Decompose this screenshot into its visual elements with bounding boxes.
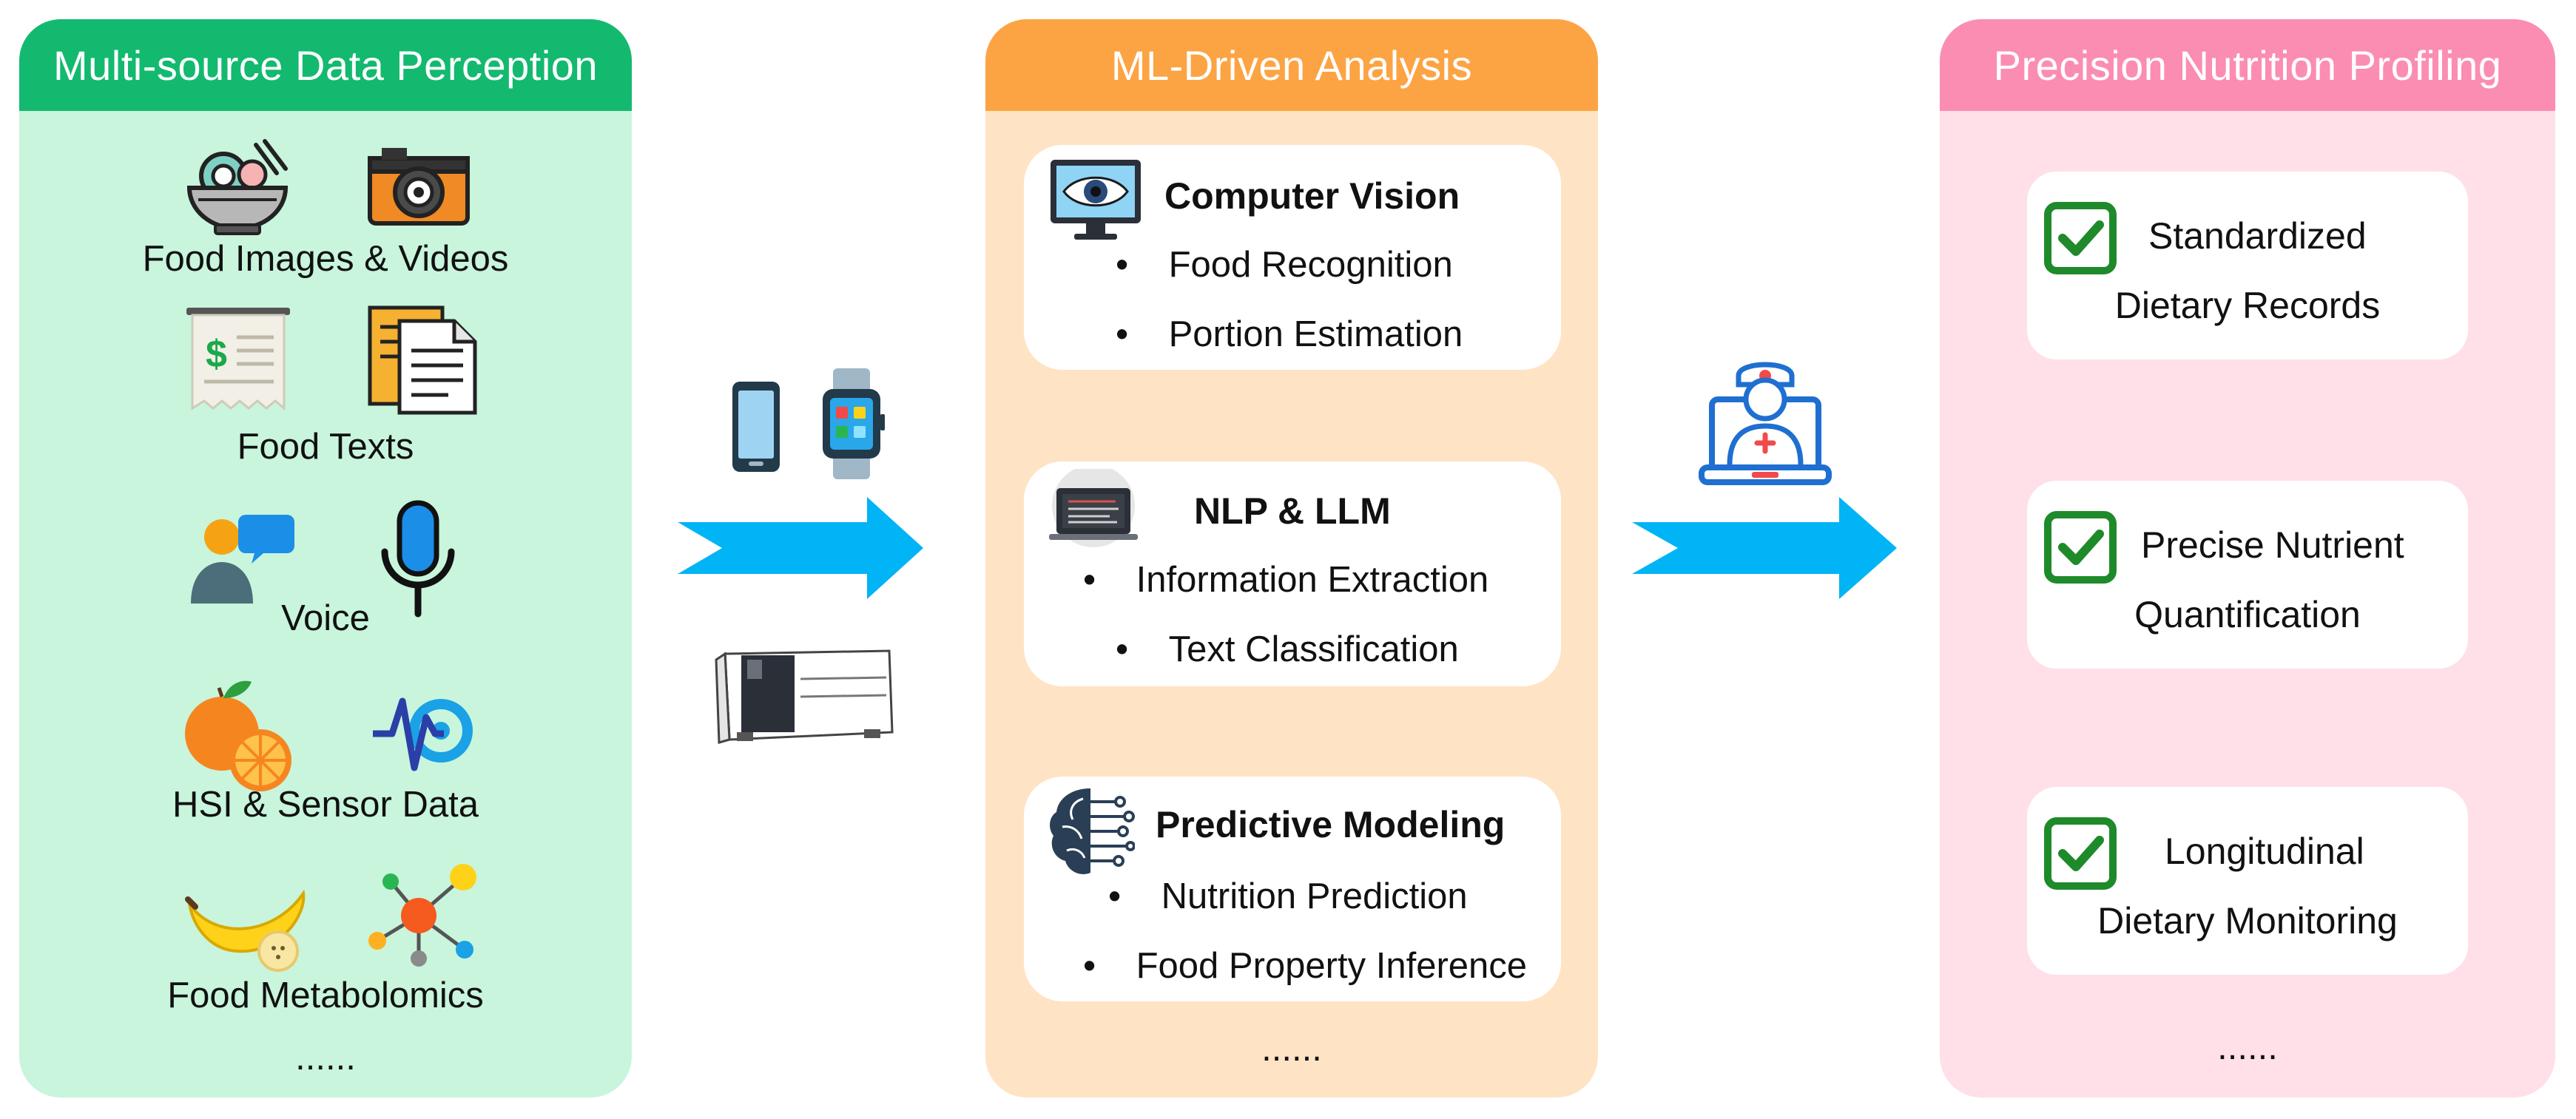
source-label-metabolomics: Food Metabolomics — [167, 976, 484, 1015]
bullet-information-extraction: • Information Extraction — [1083, 560, 1489, 600]
bullet-nutrition-prediction: • Nutrition Prediction — [1108, 876, 1468, 916]
result-line2-quantification: Quantification — [2134, 594, 2361, 635]
food-bowl-icon — [186, 139, 289, 235]
brain-circuit-icon — [1050, 788, 1135, 875]
bullet-food-recognition: • Food Recognition — [1116, 245, 1453, 285]
doctor-laptop-icon — [1699, 362, 1832, 485]
document-icon — [368, 305, 477, 415]
card-nlp-llm: NLP & LLM • Information Extraction • Tex… — [1024, 462, 1561, 686]
checkmark-icon — [2044, 202, 2117, 274]
result-nutrient-quantification: Precise Nutrient Quantification — [2027, 481, 2468, 669]
receipt-icon: $ — [186, 308, 290, 411]
speaking-person-icon — [191, 515, 294, 604]
panel-title-perception: Multi-source Data Perception — [19, 19, 632, 111]
card-title-nlp-llm: NLP & LLM — [1194, 490, 1391, 532]
microphone-icon — [381, 500, 455, 618]
bullet-food-property-inference: • Food Property Inference — [1083, 946, 1528, 986]
source-label-texts: Food Texts — [237, 427, 414, 467]
result-line1-standardized: Standardized — [2148, 215, 2367, 257]
smartphone-icon — [732, 382, 780, 472]
bullet-text-classification: • Text Classification — [1116, 629, 1459, 669]
sensor-signal-icon — [373, 697, 473, 771]
source-label-hsi: HSI & Sensor Data — [172, 785, 479, 825]
result-line2-dietary-records: Dietary Records — [2114, 285, 2381, 326]
result-longitudinal-monitoring: Longitudinal Dietary Monitoring — [2027, 787, 2468, 975]
checkmark-icon — [2044, 817, 2117, 890]
checkmark-icon — [2044, 511, 2117, 584]
svg-text:$: $ — [206, 333, 227, 376]
panel-ml-analysis: ML-Driven Analysis Computer Vision • Foo… — [985, 19, 1598, 1098]
card-title-computer-vision: Computer Vision — [1164, 175, 1460, 217]
result-line1-longitudinal: Longitudinal — [2165, 831, 2364, 872]
orange-fruit-icon — [185, 680, 291, 791]
panel-data-perception: Multi-source Data Perception Food Images… — [19, 19, 632, 1098]
card-title-predictive-modeling: Predictive Modeling — [1156, 804, 1506, 845]
panel-title-profiling: Precision Nutrition Profiling — [1940, 19, 2555, 111]
panel-nutrition-profiling: Precision Nutrition Profiling Standardiz… — [1940, 19, 2555, 1098]
result-line1-precise-nutrient: Precise Nutrient — [2141, 524, 2404, 566]
panel-title-analysis: ML-Driven Analysis — [985, 19, 1598, 111]
analysis-more: ...... — [1261, 1029, 1322, 1069]
molecule-icon — [368, 864, 476, 967]
profiling-more: ...... — [2217, 1027, 2278, 1067]
monitor-eye-icon — [1051, 160, 1141, 240]
result-standardized-records: Standardized Dietary Records — [2027, 172, 2468, 359]
card-predictive-modeling: Predictive Modeling • Nutrition Predicti… — [1024, 777, 1561, 1001]
connector-arrow-2 — [1632, 497, 1897, 599]
perception-more: ...... — [295, 1038, 356, 1078]
source-label-voice: Voice — [281, 598, 370, 638]
source-label-images: Food Images & Videos — [142, 239, 509, 279]
banana-icon — [185, 889, 306, 972]
result-line2-dietary-monitoring: Dietary Monitoring — [2097, 900, 2398, 941]
camera-icon — [368, 148, 470, 226]
connector-arrow-1 — [678, 497, 923, 599]
card-computer-vision: Computer Vision • Food Recognition • Por… — [1024, 145, 1561, 370]
lab-instrument-icon — [715, 649, 894, 744]
bullet-portion-estimation: • Portion Estimation — [1116, 314, 1463, 354]
laptop-code-icon — [1049, 469, 1138, 547]
smartwatch-icon — [823, 368, 885, 479]
